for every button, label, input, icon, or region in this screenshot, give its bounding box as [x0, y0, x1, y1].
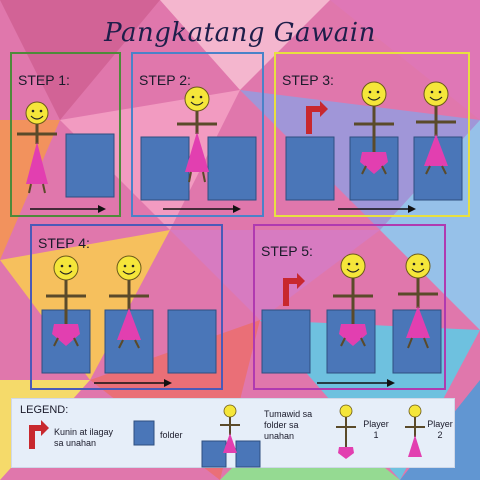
- step-1-art: [17, 101, 115, 213]
- step-5-art: [261, 253, 442, 387]
- folder-icon: [207, 136, 257, 201]
- player-2-icon: [17, 101, 57, 194]
- folder-icon: [140, 136, 190, 201]
- player-2-icon: [109, 255, 149, 349]
- page-title: Pangkatang Gawain: [104, 18, 376, 48]
- flag-icon: [283, 273, 305, 306]
- legend-title: LEGEND:: [20, 404, 69, 416]
- player-2-icon: [398, 253, 438, 349]
- legend-icons: [29, 404, 425, 468]
- step-2-art: [140, 86, 257, 213]
- step-3-art: [285, 81, 463, 213]
- legend-box: LEGEND: Kunin at ilagay sa u: [11, 398, 455, 468]
- flag-icon: [29, 420, 49, 449]
- step-3-label: STEP 3:: [282, 72, 334, 88]
- step-4-art: [41, 255, 217, 387]
- step-2-label: STEP 2:: [139, 72, 191, 88]
- legend-flag-text: Kunin at ilagay sa unahan: [54, 427, 114, 448]
- player-crossing-folder-icon: [201, 404, 261, 468]
- step-5-label: STEP 5:: [261, 243, 313, 259]
- folder-icon: [285, 136, 335, 201]
- folder-icon: [261, 309, 311, 374]
- player-1-icon: [333, 253, 373, 347]
- legend-folder-text: folder: [160, 430, 183, 440]
- folder-icon: [167, 309, 217, 374]
- step-1-panel: STEP 1:: [10, 52, 121, 217]
- legend-player-2-text: Player 2: [427, 419, 453, 440]
- player-2-icon: [177, 86, 217, 183]
- step-5-panel: STEP 5:: [253, 224, 446, 390]
- legend-crossing-text: Tumawid sa folder sa unahan: [264, 409, 313, 441]
- flag-icon: [306, 101, 328, 134]
- player-1-icon: [336, 404, 356, 459]
- step-2-panel: STEP 2:: [131, 52, 264, 217]
- step-4-panel: STEP 4:: [30, 224, 223, 390]
- folder-icon: [133, 420, 155, 446]
- player-2-icon: [405, 404, 425, 457]
- step-4-label: STEP 4:: [38, 235, 90, 251]
- player-1-icon: [46, 255, 86, 347]
- step-3-panel: STEP 3:: [274, 52, 470, 217]
- step-1-label: STEP 1:: [18, 72, 70, 88]
- folder-icon: [65, 133, 115, 198]
- legend-player-1-text: Player 1: [363, 419, 389, 440]
- player-1-icon: [354, 81, 394, 175]
- player-2-icon: [416, 81, 456, 175]
